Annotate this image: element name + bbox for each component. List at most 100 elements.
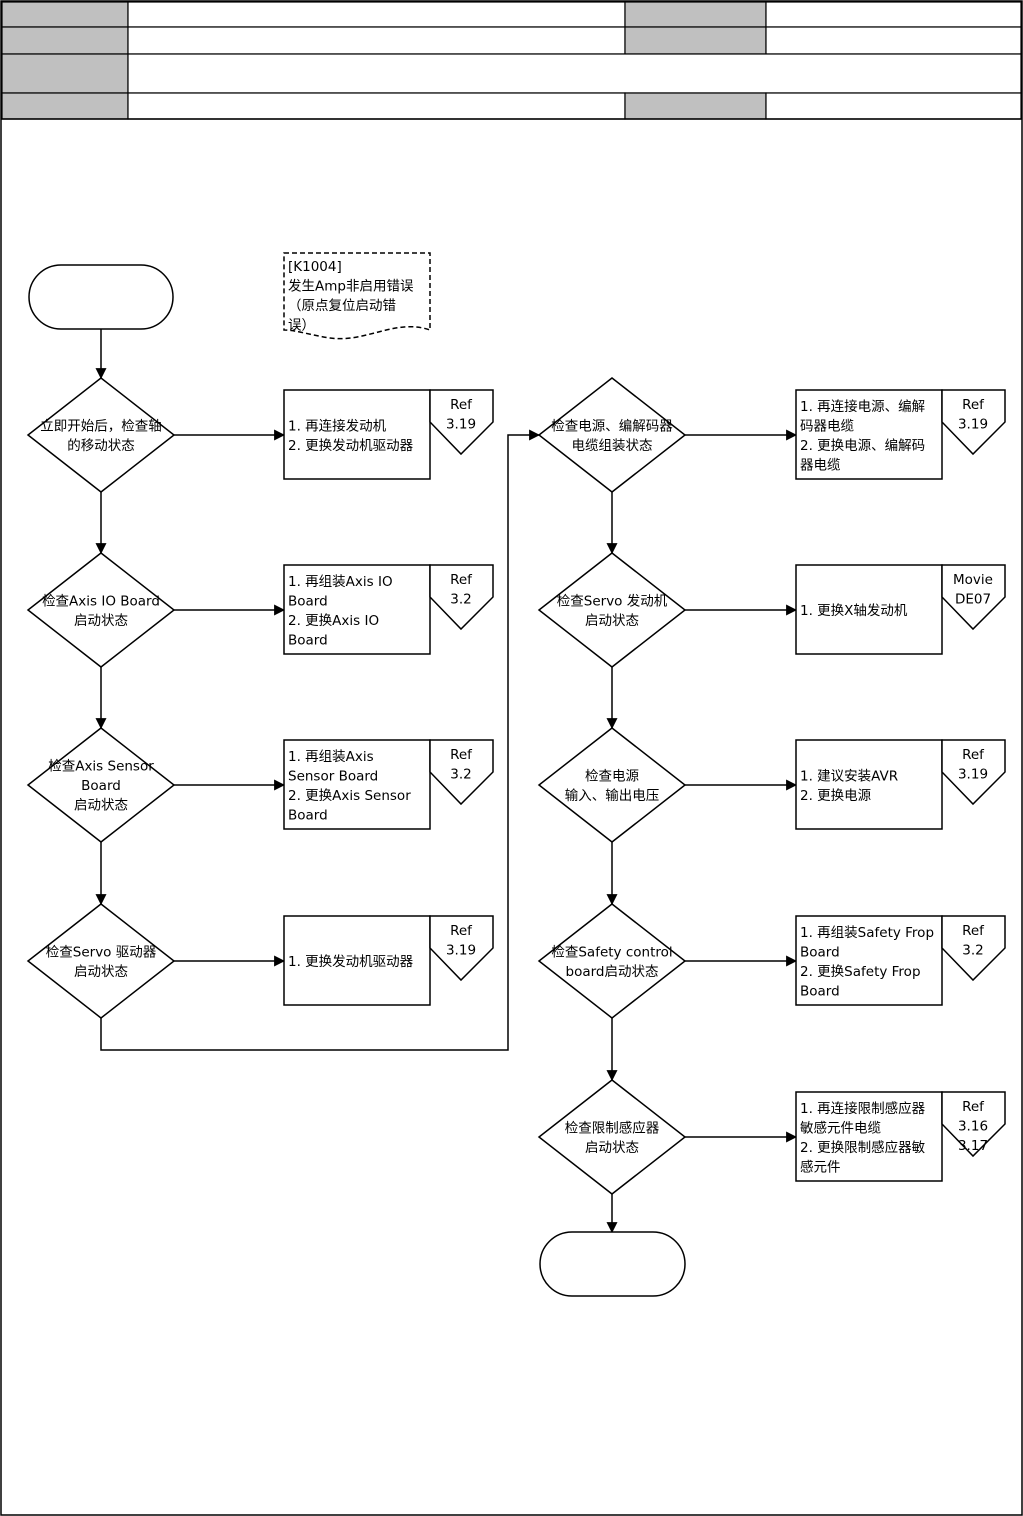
action-text-line: 1. 再连接电源、编解	[800, 398, 925, 415]
reference-text-line: Ref	[962, 747, 985, 763]
reference-text-line: 3.19	[446, 943, 476, 959]
decision-text: 检查限制感应器启动状态	[565, 1119, 660, 1156]
decision-text-line: 启动状态	[74, 613, 128, 629]
action-box	[283, 564, 431, 655]
error-note-line: （原点复位启动错	[288, 297, 396, 314]
reference-tag	[429, 739, 494, 806]
reference-text: Ref 3.2	[450, 572, 473, 608]
header-row	[1, 53, 1022, 94]
decision-diamond	[537, 1079, 687, 1195]
reference-tag	[429, 389, 494, 456]
decision-text: 立即开始后，检查轴的移动状态	[40, 418, 162, 454]
reference-text-line: 3.19	[446, 417, 476, 433]
decision-text-line: 检查Servo 驱动器	[46, 944, 157, 960]
action-box	[795, 389, 943, 480]
action-text-line: 2. 更换Axis IO	[288, 613, 379, 629]
action-text-line: 2. 更换发动机驱动器	[288, 438, 414, 454]
action-text-line: 1. 再组装Axis	[288, 749, 374, 765]
action-text-line: Board	[800, 944, 840, 960]
decision-text-line: 检查电源、编解码器	[551, 418, 673, 434]
decision-text-line: 检查Axis IO Board	[42, 593, 160, 609]
reference-tag	[941, 389, 1006, 456]
reference-text-line: 3.16	[958, 1119, 988, 1135]
reference-text-line: 3.2	[450, 592, 471, 608]
reference-text: Ref 3.19	[446, 923, 476, 959]
action-text: 1. 更换发动机驱动器	[288, 954, 414, 970]
reference-tag	[429, 915, 494, 982]
action-text-line: 1. 再连接发动机	[288, 417, 387, 434]
decision-text: 检查Axis IO Board 启动状态	[42, 593, 160, 629]
action-text-line: 2. 更换Safety Frop	[800, 964, 921, 980]
reference-text-line: Ref	[962, 397, 985, 413]
decision-text-line: 立即开始后，检查轴	[40, 418, 162, 434]
action-text-line: 1. 再连接限制感应器	[800, 1100, 926, 1117]
reference-tag	[941, 739, 1006, 806]
reference-text-line: Movie	[953, 572, 993, 588]
action-box	[795, 915, 943, 1006]
decision-text-line: 输入、输出电压	[565, 788, 660, 804]
reference-text-line: Ref	[962, 923, 985, 939]
header-row	[1, 1, 1022, 28]
header-label-cell	[624, 92, 767, 120]
column-transfer-arrow	[100, 429, 541, 1051]
reference-text-line: 3.2	[450, 767, 471, 783]
action-text-line: 感元件	[800, 1158, 841, 1175]
action-text: 1. 再连接发动机 2. 更换发动机驱动器	[288, 417, 414, 454]
reference-text-line: Ref	[450, 572, 473, 588]
reference-tag	[429, 564, 494, 631]
reference-text: Ref 3.2	[450, 747, 473, 783]
flowchart-shapes: [K1004]发生Amp非启用错误（原点复位启动错误）	[28, 252, 686, 1297]
action-box	[795, 739, 943, 830]
error-note-line: 发生Amp非启用错误	[288, 279, 414, 295]
header-label-cell	[1, 26, 129, 55]
reference-text-line: Ref	[962, 1099, 985, 1115]
reference-text-line: 3.19	[958, 767, 988, 783]
action-text-line: 2. 更换电源	[800, 788, 872, 804]
flow-step: 检查限制感应器启动状态 1. 再连接限制感应器敏感元件电缆 2. 更换限制感应器敏感…	[537, 1079, 1006, 1195]
action-text: 1. 更换X轴发动机	[800, 603, 908, 619]
header-value-cell	[127, 26, 626, 55]
action-text-line: Board	[288, 807, 328, 823]
action-text-line: Sensor Board	[288, 768, 378, 784]
header-row	[1, 92, 1022, 120]
error-note	[283, 252, 431, 340]
action-box	[283, 389, 431, 480]
action-text: 1. 再连接限制感应器敏感元件电缆 2. 更换限制感应器敏感元件	[800, 1100, 926, 1176]
decision-text: 检查电源输入、输出电压	[565, 768, 660, 804]
reference-text-line: Ref	[450, 923, 473, 939]
decision-text-line: 电缆组装状态	[572, 438, 653, 454]
action-text-line: 1. 更换X轴发动机	[800, 603, 908, 619]
reference-text-line: 3.2	[962, 943, 983, 959]
header-label-cell	[624, 26, 767, 55]
header-value-cell	[765, 1, 1022, 28]
action-box	[283, 739, 431, 830]
action-text-line: 2. 更换Axis Sensor	[288, 788, 411, 804]
decision-text-line: 检查电源	[585, 768, 639, 784]
header-value-cell	[765, 26, 1022, 55]
action-text-line: 2. 更换限制感应器敏	[800, 1139, 926, 1156]
action-text-line: 敏感元件电缆	[800, 1119, 881, 1136]
connectors	[95, 329, 798, 1234]
error-note-text: [K1004]发生Amp非启用错误（原点复位启动错误）	[288, 259, 414, 334]
action-box	[795, 564, 943, 655]
reference-text-line: Ref	[450, 747, 473, 763]
header-value-cell	[127, 53, 1022, 94]
header-row	[1, 26, 1022, 55]
decision-text-line: 检查Safety control	[551, 944, 672, 960]
reference-tag	[941, 915, 1006, 982]
decision-diamond	[26, 377, 176, 493]
